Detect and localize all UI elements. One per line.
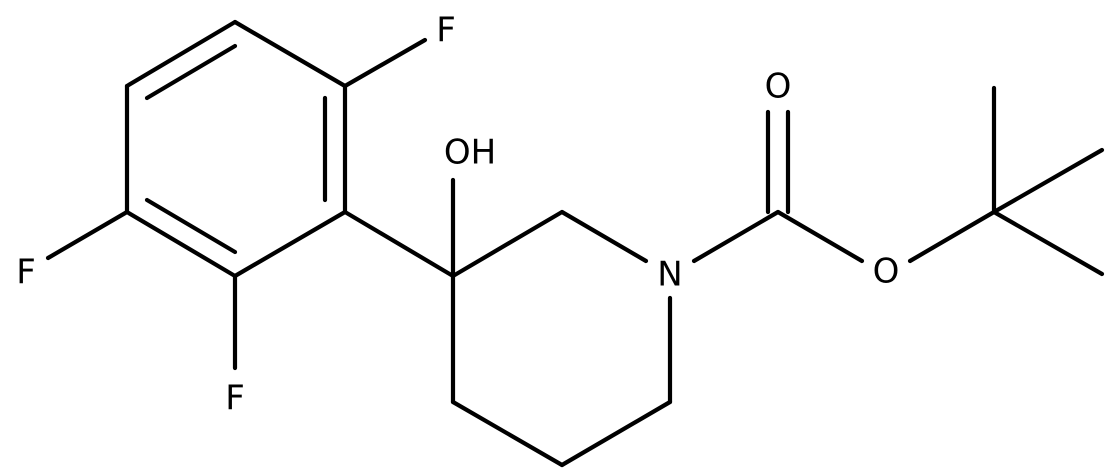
atom-label-o-ester: O [873, 252, 900, 292]
atom-label-n: N [657, 255, 682, 295]
bonds [45, 19, 1105, 468]
bond-cq-me-bottom [991, 209, 1105, 277]
bond-ring-6 [124, 19, 238, 89]
bond-pip-1 [450, 209, 565, 279]
atom-labels: F F F OH N O O [16, 11, 899, 419]
bond-ring-1 [232, 19, 348, 89]
bond-pip-2 [559, 209, 649, 264]
atom-label-f-bottom: F [225, 379, 245, 419]
bond-oester-cq [907, 209, 997, 264]
atom-label-f-top: F [436, 11, 456, 51]
bond-n-carbonyl [691, 209, 781, 264]
bond-ring-4 [124, 209, 238, 279]
bond-carbonyl-oester [775, 209, 865, 264]
bond-ring-6-inner [144, 43, 238, 101]
bond-pip-5 [450, 399, 565, 468]
bond-cq-me-right [991, 147, 1105, 215]
atom-label-o-carbonyl: O [765, 67, 792, 107]
atom-label-f-left: F [16, 253, 36, 293]
bond-pip-4 [559, 399, 673, 468]
bond-c-f-top [342, 37, 428, 89]
atom-label-oh: OH [444, 133, 496, 173]
bond-aryl-c3 [342, 209, 456, 279]
bond-ring-4-inner [144, 197, 238, 255]
bond-c-f-left [45, 209, 130, 261]
bond-ring-3 [232, 209, 348, 279]
